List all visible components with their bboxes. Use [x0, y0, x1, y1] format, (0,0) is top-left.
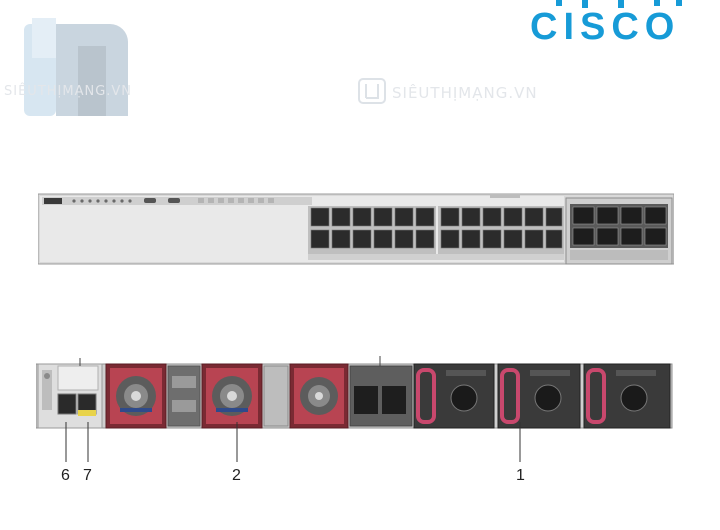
- cisco-logo: CISCO: [530, 6, 681, 48]
- callout-mgmt-port-b: 7: [83, 467, 92, 484]
- callout-mgmt-port-a: 6: [61, 467, 70, 484]
- fan-icon: [289, 363, 349, 429]
- management-area: [37, 358, 103, 429]
- callout-fan: 2: [232, 467, 241, 484]
- uplink-module: [565, 197, 673, 265]
- stack-module: [349, 356, 413, 427]
- fan-icon: [105, 363, 167, 429]
- callout-lines: [65, 422, 521, 462]
- callout-psu: 1: [516, 467, 525, 484]
- switch-rear-panel: [36, 356, 673, 429]
- power-supply-icon: [497, 363, 581, 429]
- cisco-logo-bars: [556, 0, 682, 8]
- switch-front-panel: [38, 193, 674, 265]
- fan-icon: [201, 363, 263, 429]
- rj45-block-left: [308, 206, 436, 254]
- power-supply-icon: [413, 363, 495, 429]
- watermark-text-center: SIÊUTHỊMẠNG.VN: [392, 84, 538, 102]
- power-supply-icon: [583, 363, 671, 429]
- watermark-logo: [24, 18, 128, 116]
- watermark-small-logo: [358, 78, 386, 104]
- rj45-block-right: [438, 206, 564, 254]
- watermark-text-left: SIÊUTHỊMẠNG.VN: [4, 84, 133, 99]
